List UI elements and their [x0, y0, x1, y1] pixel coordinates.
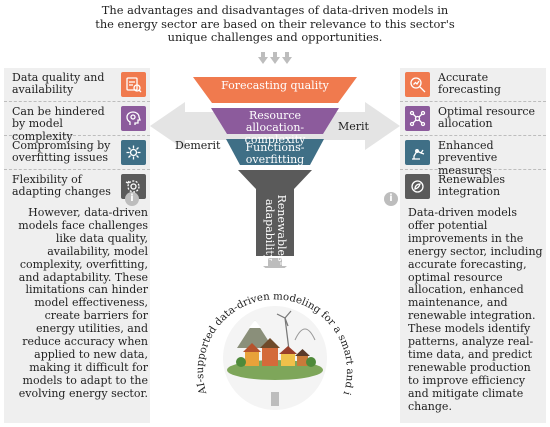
page-title: The advantages and disadvantages of data… — [95, 3, 455, 45]
funnel-segment-renewables — [238, 170, 312, 256]
merit-item-label: Enhanced preventive measures — [438, 139, 498, 177]
merit-item: Enhanced preventive measures — [400, 136, 546, 177]
merit-paragraph: Data-driven models offer potential impro… — [408, 206, 543, 413]
down-arrow-icon — [263, 258, 287, 268]
network-nodes-icon — [405, 106, 430, 131]
demerit-item: Flexibility of adapting changes — [4, 170, 150, 203]
merit-item: Renewables integration — [400, 170, 546, 203]
pylon-icon — [271, 392, 279, 406]
funnel-segment-functions — [226, 139, 324, 165]
demerit-item-label: Data quality and availability — [12, 71, 105, 97]
gear-network-icon — [121, 140, 146, 165]
demerit-item-label: Can be hindered by model complexity — [12, 105, 105, 143]
demerit-item: Can be hindered by model complexity — [4, 102, 150, 143]
houses-icon — [243, 338, 310, 366]
tree-icon — [236, 357, 246, 367]
demerit-item: Data quality and availability — [4, 68, 150, 102]
demerit-paragraph: However, data-driven models face challen… — [18, 206, 148, 400]
mountain-icon — [237, 320, 273, 348]
data-quality-icon — [121, 72, 146, 97]
search-chart-icon — [405, 72, 430, 97]
funnel-label-renewables: Renewables-adapability — [263, 194, 288, 266]
robot-arm-icon — [405, 140, 430, 165]
demerit-item-label: Flexibility of adapting changes — [12, 173, 111, 199]
funnel-diagram — [150, 77, 400, 268]
down-arrows-icon — [258, 52, 292, 64]
tree-icon — [306, 357, 316, 367]
brain-head-icon — [121, 106, 146, 131]
merit-column: Accurate forecasting Optimal resource al… — [384, 68, 546, 423]
transmission-line-icon — [294, 328, 316, 341]
renewable-gear-icon — [405, 174, 430, 199]
funnel-segment-resource — [211, 108, 339, 134]
merit-label: Merit — [338, 120, 369, 133]
energy-future-illustration: AI-supported data-driven modeling for a … — [185, 270, 355, 410]
demerit-item-label: Compromising by overfitting issues — [12, 139, 111, 165]
demerit-column: Data quality and availability Can be hin… — [4, 68, 150, 423]
merit-item-label: Optimal resource allocation — [438, 105, 536, 131]
info-icon: i — [125, 192, 139, 206]
wind-turbine-icon — [284, 317, 290, 351]
info-icon: i — [384, 192, 398, 206]
demerit-item: Compromising by overfitting issues — [4, 136, 150, 170]
demerit-label: Demerit — [175, 139, 221, 152]
funnel-label-functions: Functions-overfitting — [245, 141, 305, 166]
merit-item-label: Renewables integration — [438, 173, 506, 199]
snow-cap-icon — [249, 320, 261, 328]
merit-item: Optimal resource allocation — [400, 102, 546, 136]
funnel-segment-forecasting — [193, 77, 357, 103]
funnel-label-forecasting: Forecasting quality — [221, 79, 329, 92]
merit-item-label: Accurate forecasting — [438, 71, 501, 97]
merit-item: Accurate forecasting — [400, 68, 546, 102]
funnel-label-resource: Resource allocation-complexity — [244, 109, 306, 146]
